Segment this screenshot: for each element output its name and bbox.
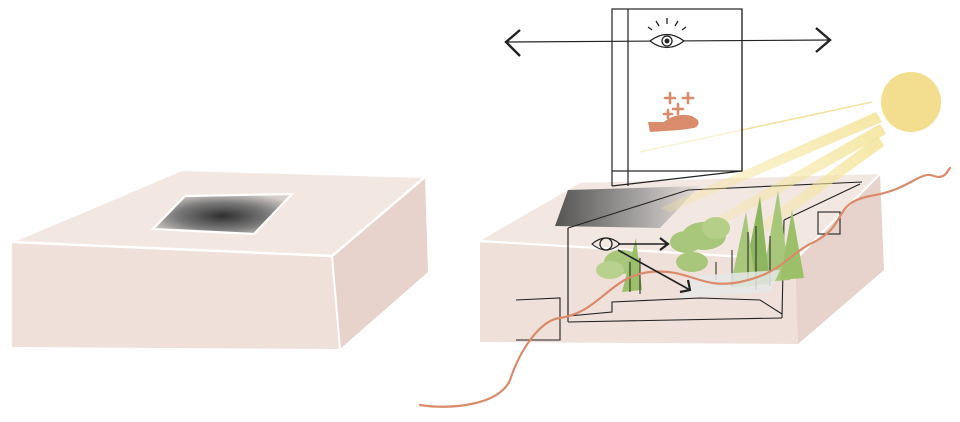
interior-floor — [555, 186, 700, 228]
sun-icon — [881, 72, 941, 132]
bush — [670, 231, 702, 253]
path-line — [418, 166, 952, 408]
tree-icon — [730, 212, 756, 288]
arrow-icon — [679, 279, 692, 294]
closed-block — [11, 168, 428, 350]
hand-with-plus-icon — [648, 91, 699, 132]
view-arrows — [591, 237, 692, 294]
bush — [676, 252, 708, 272]
arrow-icon — [815, 27, 832, 53]
eye-icon — [647, 18, 687, 49]
bush — [596, 261, 624, 279]
viewing-tower — [611, 8, 743, 187]
block-side-face — [795, 174, 884, 344]
sun-ray — [660, 112, 882, 212]
opened-block — [418, 8, 952, 408]
bush — [702, 217, 730, 239]
courtyard-void-rim — [150, 192, 295, 236]
tree-icon — [780, 210, 804, 280]
arrow-icon — [617, 249, 691, 291]
arrow-icon — [504, 29, 521, 57]
sun-ray — [748, 136, 884, 236]
arrow-icon — [659, 237, 670, 251]
tree-icon — [762, 190, 790, 282]
sun-rays — [639, 101, 886, 236]
sun-ray — [708, 124, 886, 226]
block-side-face — [332, 177, 428, 349]
tower-frame — [611, 8, 743, 172]
block-corner-edge — [331, 255, 341, 350]
block-front-face — [12, 242, 340, 349]
courtyard-void — [153, 194, 292, 234]
